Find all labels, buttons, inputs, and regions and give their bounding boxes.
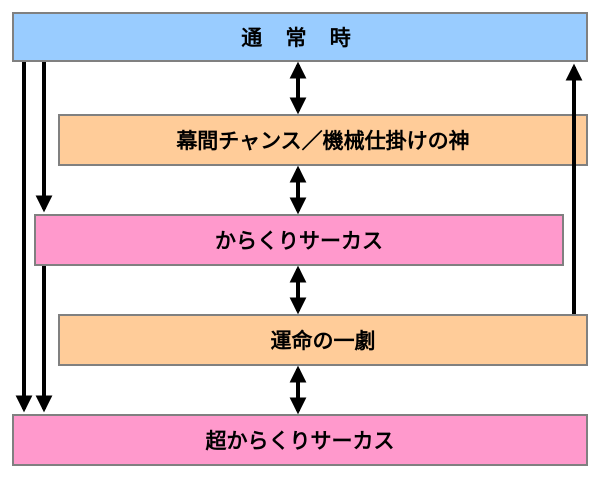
state-intermission-chance-label: 幕間チャンス／機械仕掛けの神 [176, 129, 470, 153]
state-normal: 通 常 時 [12, 12, 588, 62]
state-intermission-chance: 幕間チャンス／機械仕掛けの神 [58, 114, 588, 166]
state-super-karakuri-circus-label: 超からくりサーカス [205, 429, 395, 453]
state-fate-play: 運命の一劇 [58, 314, 588, 366]
state-karakuri-circus-label: からくりサーカス [215, 229, 383, 253]
state-normal-label: 通 常 時 [241, 26, 359, 50]
state-super-karakuri-circus: 超からくりサーカス [12, 414, 588, 466]
state-fate-play-label: 運命の一劇 [270, 329, 376, 353]
state-karakuri-circus: からくりサーカス [34, 214, 564, 266]
